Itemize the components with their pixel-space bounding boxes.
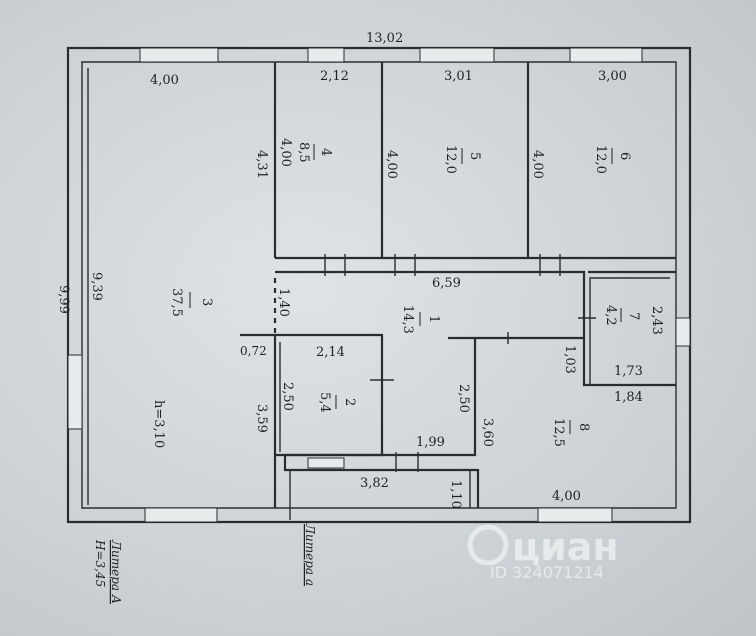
- window-top-4: [569, 47, 643, 63]
- outer-wall: [66, 46, 692, 524]
- corridor-top-wall: [275, 256, 676, 387]
- window-right: [675, 317, 691, 347]
- window-porch: [307, 457, 345, 469]
- room8-number: 8: [576, 423, 591, 431]
- room8-width: 4,00: [552, 489, 581, 504]
- room4-depth: 4,00: [278, 138, 293, 167]
- inner-outline: [81, 61, 677, 509]
- room6-number: 6: [617, 152, 632, 160]
- room3-area: 37,5: [169, 288, 184, 317]
- room7-width: 1,73: [614, 364, 643, 379]
- room2-area: 5,4: [317, 392, 332, 413]
- watermark-id: ID 324071214: [490, 563, 604, 582]
- room5-number: 5: [467, 152, 482, 160]
- room8-area: 12,5: [551, 418, 566, 447]
- overall-width-label: 13,02: [366, 31, 403, 46]
- room6-area: 12,0: [593, 145, 608, 174]
- room7-number: 7: [626, 312, 641, 320]
- porch-width: 3,82: [360, 476, 389, 491]
- window-top-2: [307, 47, 345, 63]
- room7-side: 1,03: [562, 345, 577, 374]
- room6-depth: 4,00: [530, 150, 545, 179]
- room1-area: 14,3: [400, 305, 415, 334]
- room2-width: 2,14: [316, 345, 345, 360]
- room1-number: 1: [426, 315, 441, 323]
- room3-height: h=3,10: [151, 400, 166, 448]
- watermark-text: циан: [512, 525, 619, 569]
- room8-top: 1,84: [614, 390, 643, 405]
- room5-depth: 4,00: [384, 150, 399, 179]
- overall-depth-label: 9,99: [56, 285, 71, 314]
- room3-number: 3: [199, 298, 214, 306]
- window-top-1: [139, 47, 219, 63]
- window-left: [67, 354, 83, 430]
- room3-side: 3,59: [254, 404, 269, 433]
- room3-depth: 9,39: [89, 272, 104, 301]
- room4-width: 2,12: [320, 69, 349, 84]
- room5-area: 12,0: [443, 145, 458, 174]
- room8-walls: [283, 336, 584, 508]
- room1-gap: 1,40: [276, 288, 291, 317]
- room2-offset: 0,72: [240, 344, 267, 358]
- room7-walls: [589, 277, 670, 385]
- room4-area: 8,5: [296, 142, 311, 163]
- room4-number: 4: [318, 148, 333, 156]
- watermark-logo-icon: [467, 524, 509, 566]
- window-bottom-1: [144, 507, 218, 523]
- room8-side: 2,50: [456, 384, 471, 413]
- litera-a-height-label: Н=3,45: [93, 539, 107, 587]
- door-marks: [324, 254, 596, 472]
- watermark: циан ID 324071214: [467, 524, 619, 582]
- room1-width: 6,59: [432, 276, 461, 291]
- room7-depth: 2,43: [649, 306, 664, 335]
- room2-depth: 2,50: [280, 382, 295, 411]
- room5-width: 3,01: [444, 69, 473, 84]
- corridor-width: 1,99: [416, 435, 445, 450]
- room7-area: 4,2: [603, 305, 618, 326]
- porch-walls: [289, 470, 471, 520]
- litera-a-main-label: Литера А: [109, 539, 123, 604]
- litera-a-small-label: Литера а: [303, 523, 317, 586]
- room4-side: 4,31: [254, 150, 269, 179]
- porch-depth: 1,10: [448, 480, 463, 509]
- room6-width: 3,00: [598, 69, 627, 84]
- window-top-3: [419, 47, 495, 63]
- room2-number: 2: [342, 398, 357, 406]
- window-bottom-2: [537, 507, 613, 523]
- room3-width: 4,00: [150, 73, 179, 88]
- room8-depth: 3,60: [480, 418, 495, 447]
